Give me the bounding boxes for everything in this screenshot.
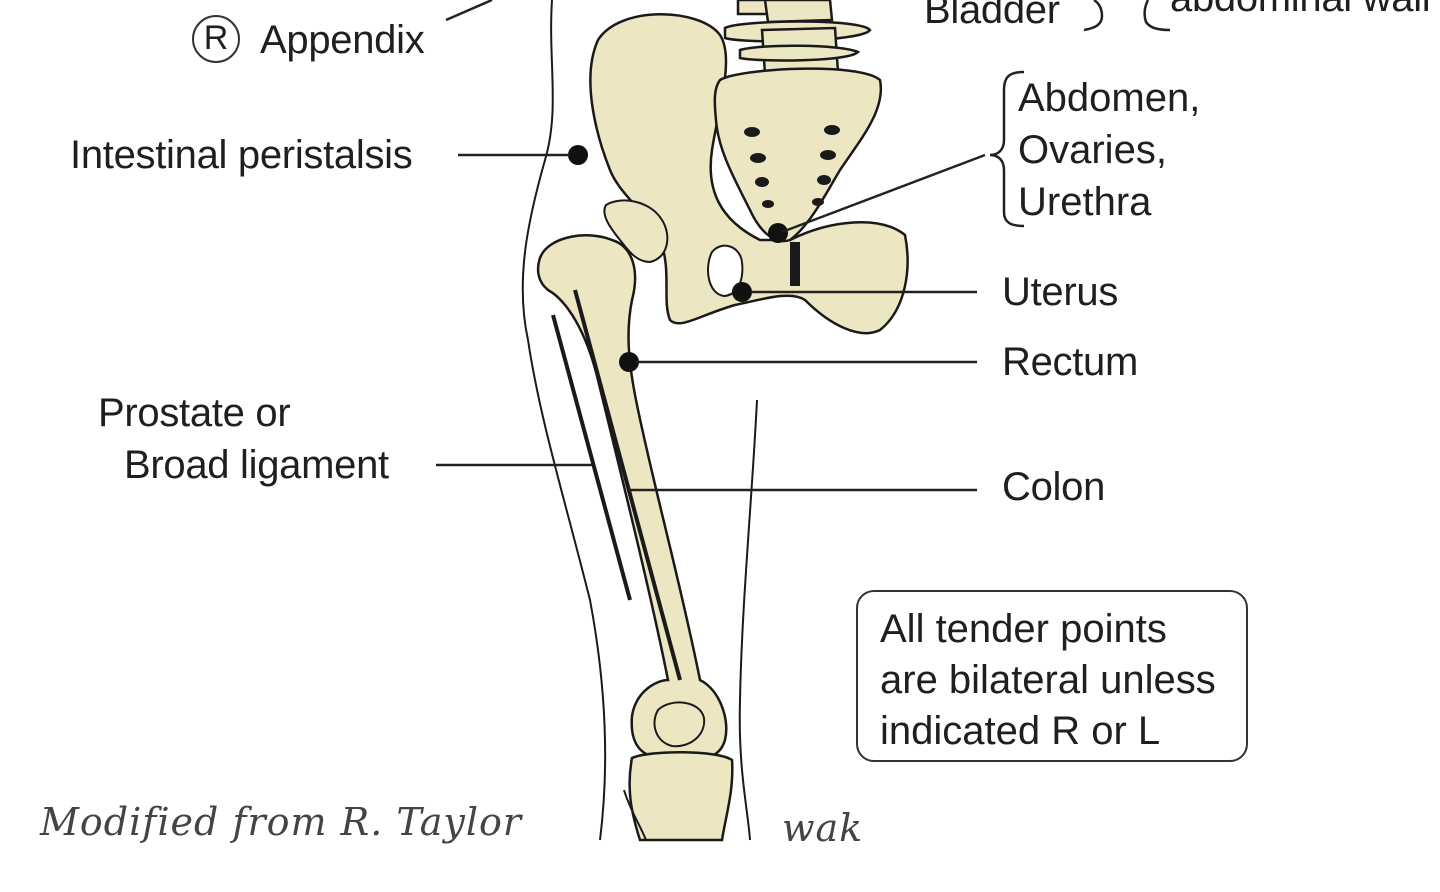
- label-abdomen-ovaries-urethra: Abdomen, Ovaries, Urethra: [1018, 72, 1200, 228]
- iliotibial-band-line-1: [551, 314, 632, 601]
- label-uterus: Uterus: [1002, 270, 1119, 314]
- tibia: [628, 750, 734, 842]
- brace-bladder: [1083, 0, 1104, 32]
- right-side-marker: R: [192, 15, 240, 63]
- note-line-1: All tender points: [880, 607, 1167, 651]
- body-outline-left: [521, 0, 607, 841]
- label-colon: Colon: [1002, 465, 1106, 509]
- tender-points: [568, 145, 788, 372]
- label-ovaries: Ovaries,: [1018, 128, 1167, 172]
- leader-lines: [436, 0, 1171, 492]
- label-abdomen: Abdomen,: [1018, 76, 1201, 120]
- bilateral-note-box: All tender points are bilateral unless i…: [856, 590, 1248, 762]
- tender-point-rectum: [619, 352, 639, 372]
- iliotibial-band-line-2: [573, 289, 682, 681]
- leader-abdomen-ovaries-urethra: [781, 153, 986, 234]
- note-line-2: are bilateral unless: [880, 658, 1216, 702]
- label-abdominal-wall: abdominal wall: [1170, 0, 1431, 18]
- label-appendix: Appendix: [260, 18, 425, 62]
- fibula: [623, 789, 647, 841]
- label-bladder: Bladder: [924, 0, 1060, 32]
- patella: [653, 701, 706, 748]
- label-rectum: Rectum: [1002, 340, 1139, 384]
- femoral-neck: [603, 199, 669, 264]
- brace-abdomen-ovaries-urethra: [989, 70, 1025, 228]
- sacral-foramina: [744, 125, 840, 208]
- note-line-3: indicated R or L: [880, 709, 1161, 753]
- brace-abdominal-wall: [1143, 0, 1171, 32]
- pubic-symphysis: [790, 242, 800, 286]
- tender-point-uterus: [732, 282, 752, 302]
- label-urethra: Urethra: [1018, 180, 1152, 224]
- label-intestinal-peristalsis: Intestinal peristalsis: [70, 133, 413, 177]
- leader-appendix: [445, 0, 493, 22]
- tender-point-abdomen-ovaries-urethra: [768, 223, 788, 243]
- body-outline-right: [738, 399, 758, 841]
- tender-point-intestinal-peristalsis: [568, 145, 588, 165]
- credit-text: Modified from R. Taylor: [40, 800, 523, 844]
- sacrum: [713, 67, 883, 243]
- label-prostate: Prostate or: [98, 391, 291, 435]
- lumbar-spine: [723, 0, 872, 76]
- credit-initials: wak: [782, 806, 864, 850]
- label-broad-ligament: Broad ligament: [124, 443, 389, 487]
